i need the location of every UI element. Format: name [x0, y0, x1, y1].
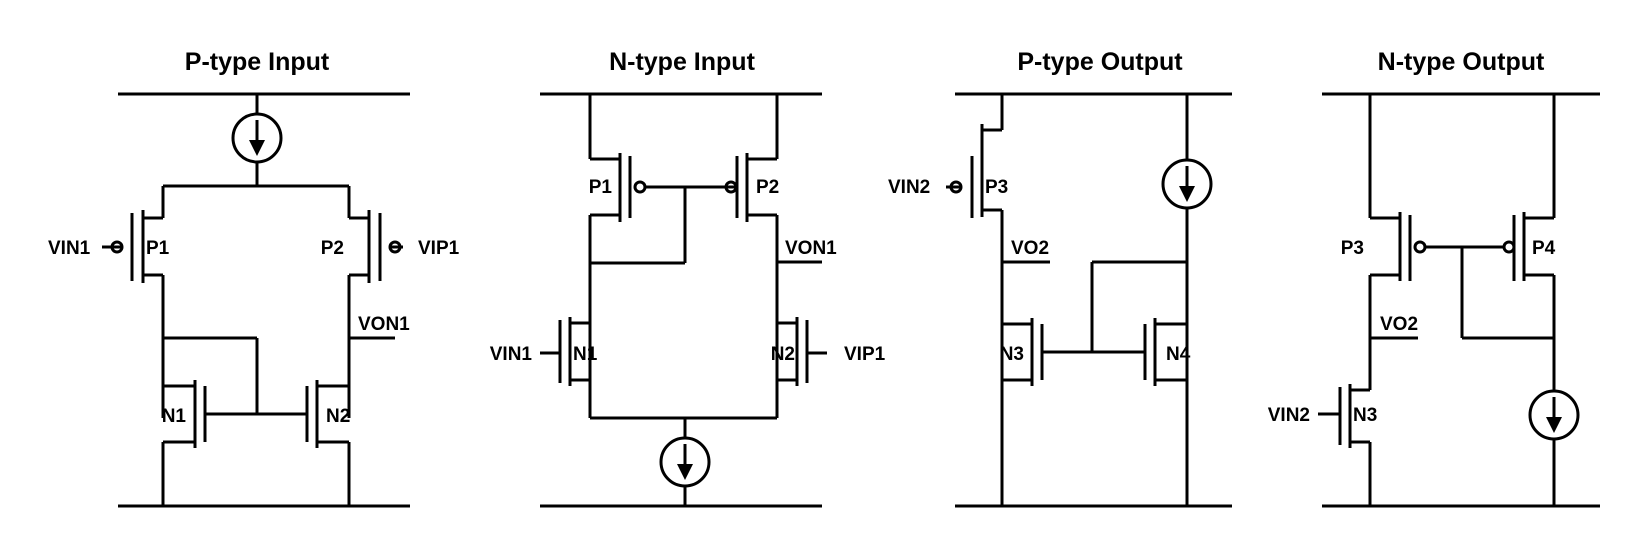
label-n1: N1	[573, 344, 598, 365]
panel-n-type-input: N-type Input	[490, 48, 886, 508]
current-source-icon	[1161, 158, 1213, 210]
current-source-icon	[1528, 389, 1580, 441]
schematic-wires	[946, 92, 1232, 508]
schematic-wires	[1318, 92, 1600, 508]
schematic-wires	[102, 92, 410, 508]
label-p4: P4	[1532, 238, 1556, 259]
label-vip: VIP1	[844, 344, 886, 365]
label-p2: P2	[321, 238, 344, 259]
bubble-icon	[724, 180, 738, 194]
label-n3: N3	[1000, 344, 1024, 365]
bubble-icon	[1502, 240, 1516, 254]
label-n4: N4	[1166, 344, 1191, 365]
panel-title: P-type Input	[185, 48, 330, 76]
label-vo: VO2	[1011, 238, 1049, 259]
label-p3: P3	[1341, 238, 1364, 259]
label-n2: N2	[326, 406, 350, 427]
bubble-icon	[633, 180, 647, 194]
label-p2: P2	[756, 177, 779, 198]
bubble-icon	[388, 240, 402, 254]
label-von: VON1	[785, 238, 837, 259]
label-n3: N3	[1353, 405, 1377, 426]
label-p1: P1	[146, 238, 170, 259]
label-vin: VIN2	[1268, 405, 1310, 426]
panel-n-type-output: N-type Output	[1268, 48, 1600, 508]
panel-p-type-input: P-type Input	[48, 48, 460, 508]
panel-title: N-type Input	[609, 48, 755, 76]
bubble-icon	[949, 180, 963, 194]
label-vin: VIN1	[48, 238, 91, 259]
bubble-icon	[110, 240, 124, 254]
label-n1: N1	[162, 406, 187, 427]
label-vin: VIN2	[888, 177, 930, 198]
label-vip: VIP1	[418, 238, 460, 259]
label-p3: P3	[985, 177, 1008, 198]
label-n2: N2	[771, 344, 795, 365]
panel-title: N-type Output	[1378, 48, 1545, 76]
current-source-icon	[231, 112, 283, 164]
panel-title: P-type Output	[1017, 48, 1183, 76]
bubble-icon	[1413, 240, 1427, 254]
current-source-icon	[659, 436, 711, 488]
panel-p-type-output: P-type Output	[888, 48, 1232, 508]
schematic-wires	[540, 92, 827, 508]
label-vin: VIN1	[490, 344, 533, 365]
label-vo: VO2	[1380, 314, 1418, 335]
label-p1: P1	[589, 177, 613, 198]
label-von: VON1	[358, 314, 410, 335]
